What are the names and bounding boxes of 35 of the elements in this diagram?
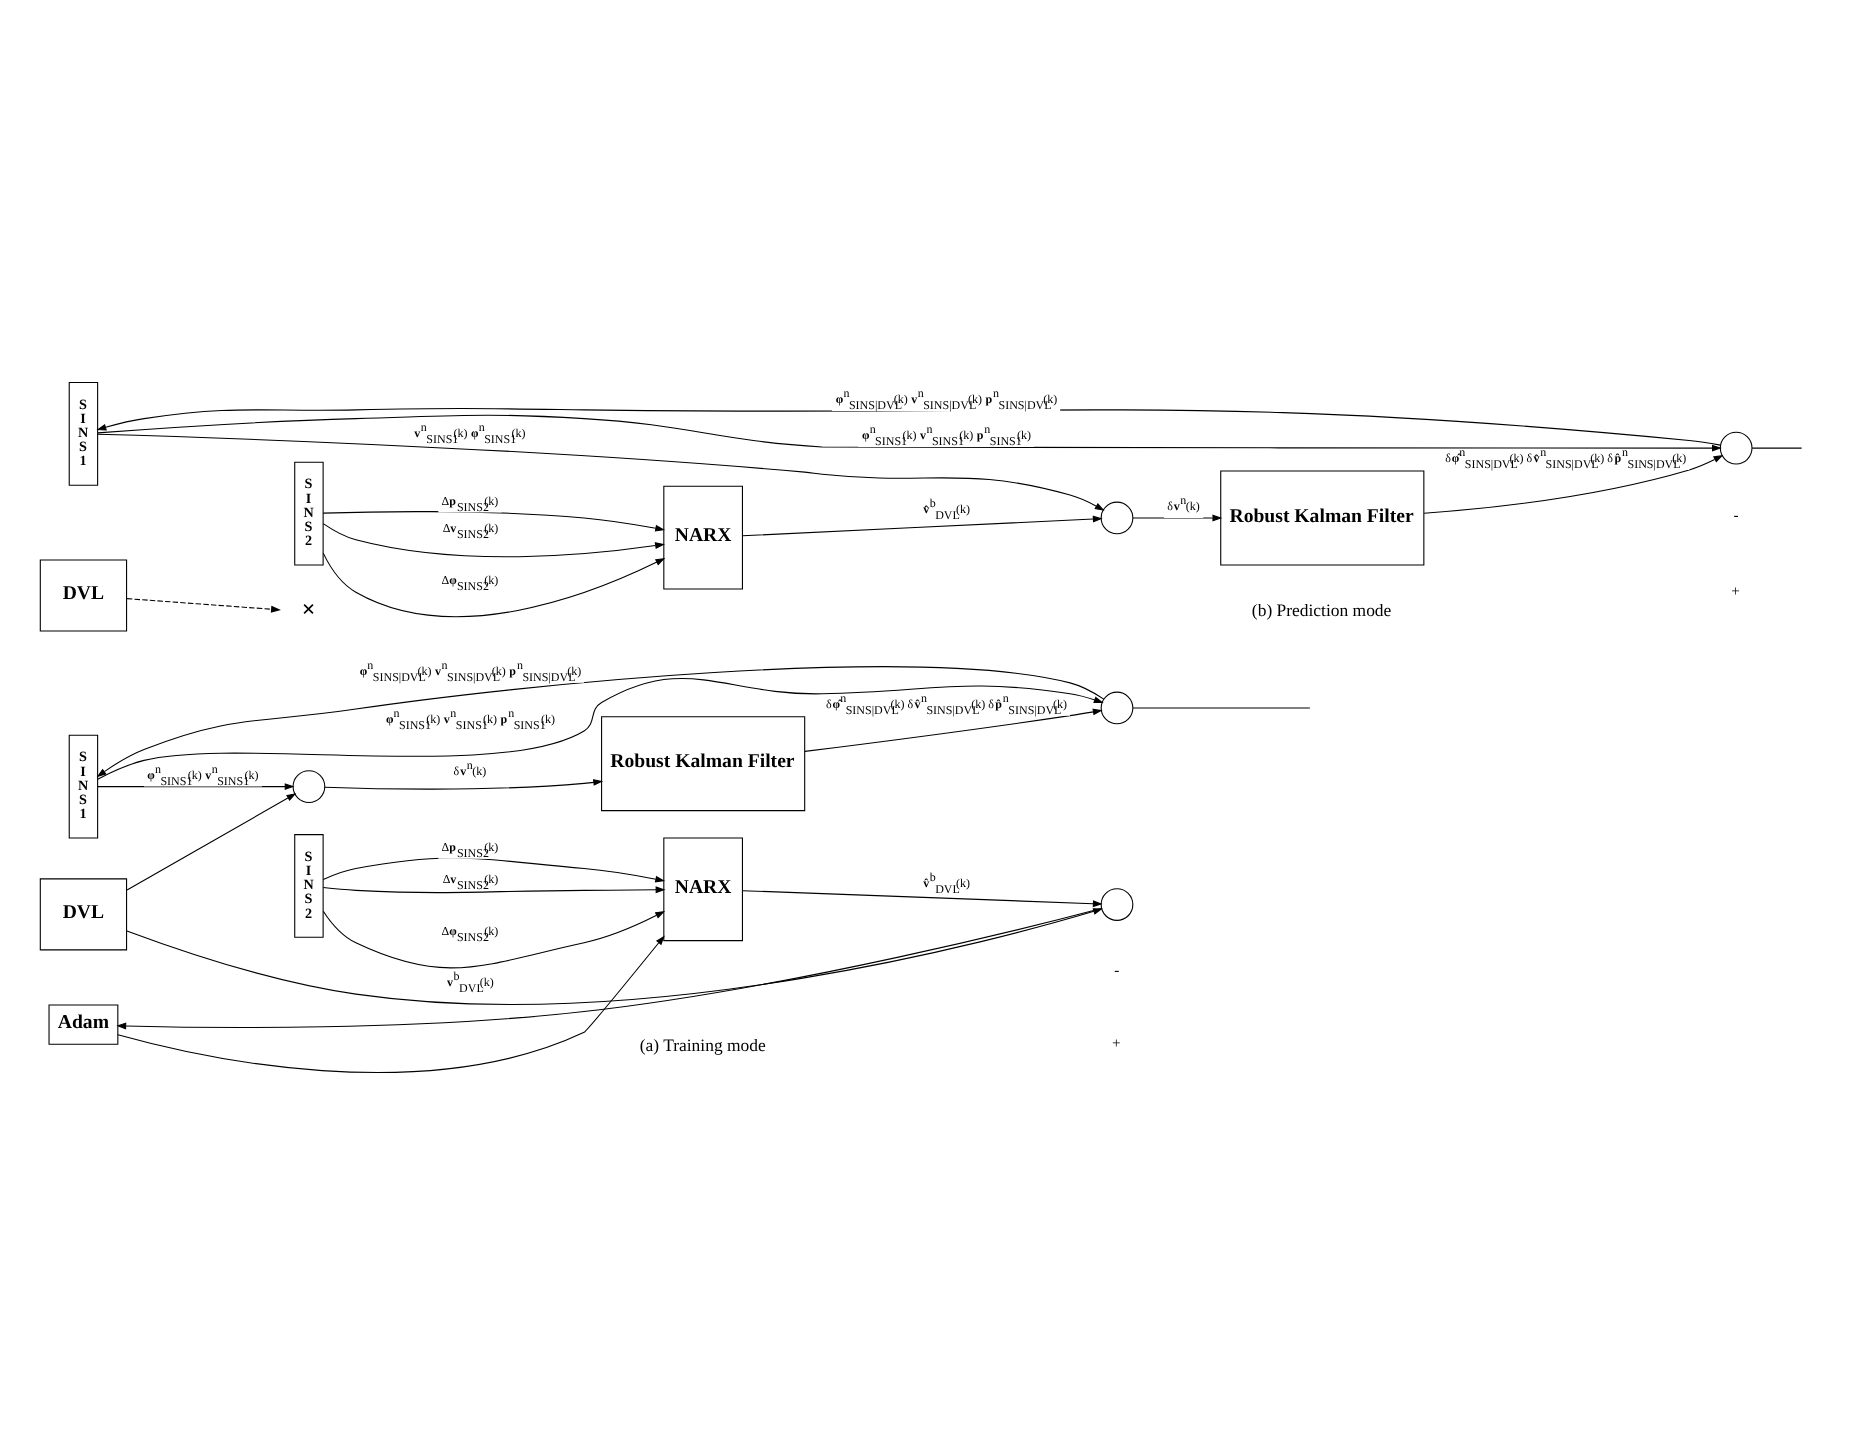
node-circle <box>1099 691 1133 725</box>
arrow <box>321 910 665 969</box>
label: + <box>1730 582 1739 601</box>
arrow <box>116 935 664 1073</box>
label: - <box>1113 961 1119 980</box>
arrow <box>96 414 1721 452</box>
node-box: DVL <box>38 878 127 951</box>
arrow <box>125 793 296 891</box>
node-box: DVL <box>38 559 127 632</box>
label: - <box>1732 505 1738 524</box>
node-text: × <box>300 594 315 623</box>
node-circle <box>1718 431 1752 465</box>
node-circle <box>1099 888 1133 921</box>
arrow <box>741 890 1102 908</box>
arrow <box>323 779 603 790</box>
node-box: Robust Kalman Filter <box>600 716 805 812</box>
arrow <box>321 886 665 894</box>
arrow <box>125 598 280 613</box>
node-box: Adam <box>47 1004 118 1045</box>
arrow <box>1131 514 1222 522</box>
connector <box>1131 707 1310 709</box>
arrow <box>741 515 1102 537</box>
label: (a) Training mode <box>638 1034 765 1055</box>
node-box: NARX <box>662 837 742 942</box>
node-box: Robust Kalman Filter <box>1219 470 1424 566</box>
label: (b) Prediction mode <box>1250 600 1391 621</box>
label: + <box>1111 1034 1120 1053</box>
arrow <box>803 708 1102 752</box>
node-circle <box>1099 501 1133 535</box>
arrow <box>321 523 664 558</box>
connector <box>1750 447 1802 449</box>
node-box: NARX <box>662 485 742 590</box>
arrow <box>1422 455 1723 514</box>
node-circle <box>291 770 325 803</box>
arrow <box>321 552 665 618</box>
